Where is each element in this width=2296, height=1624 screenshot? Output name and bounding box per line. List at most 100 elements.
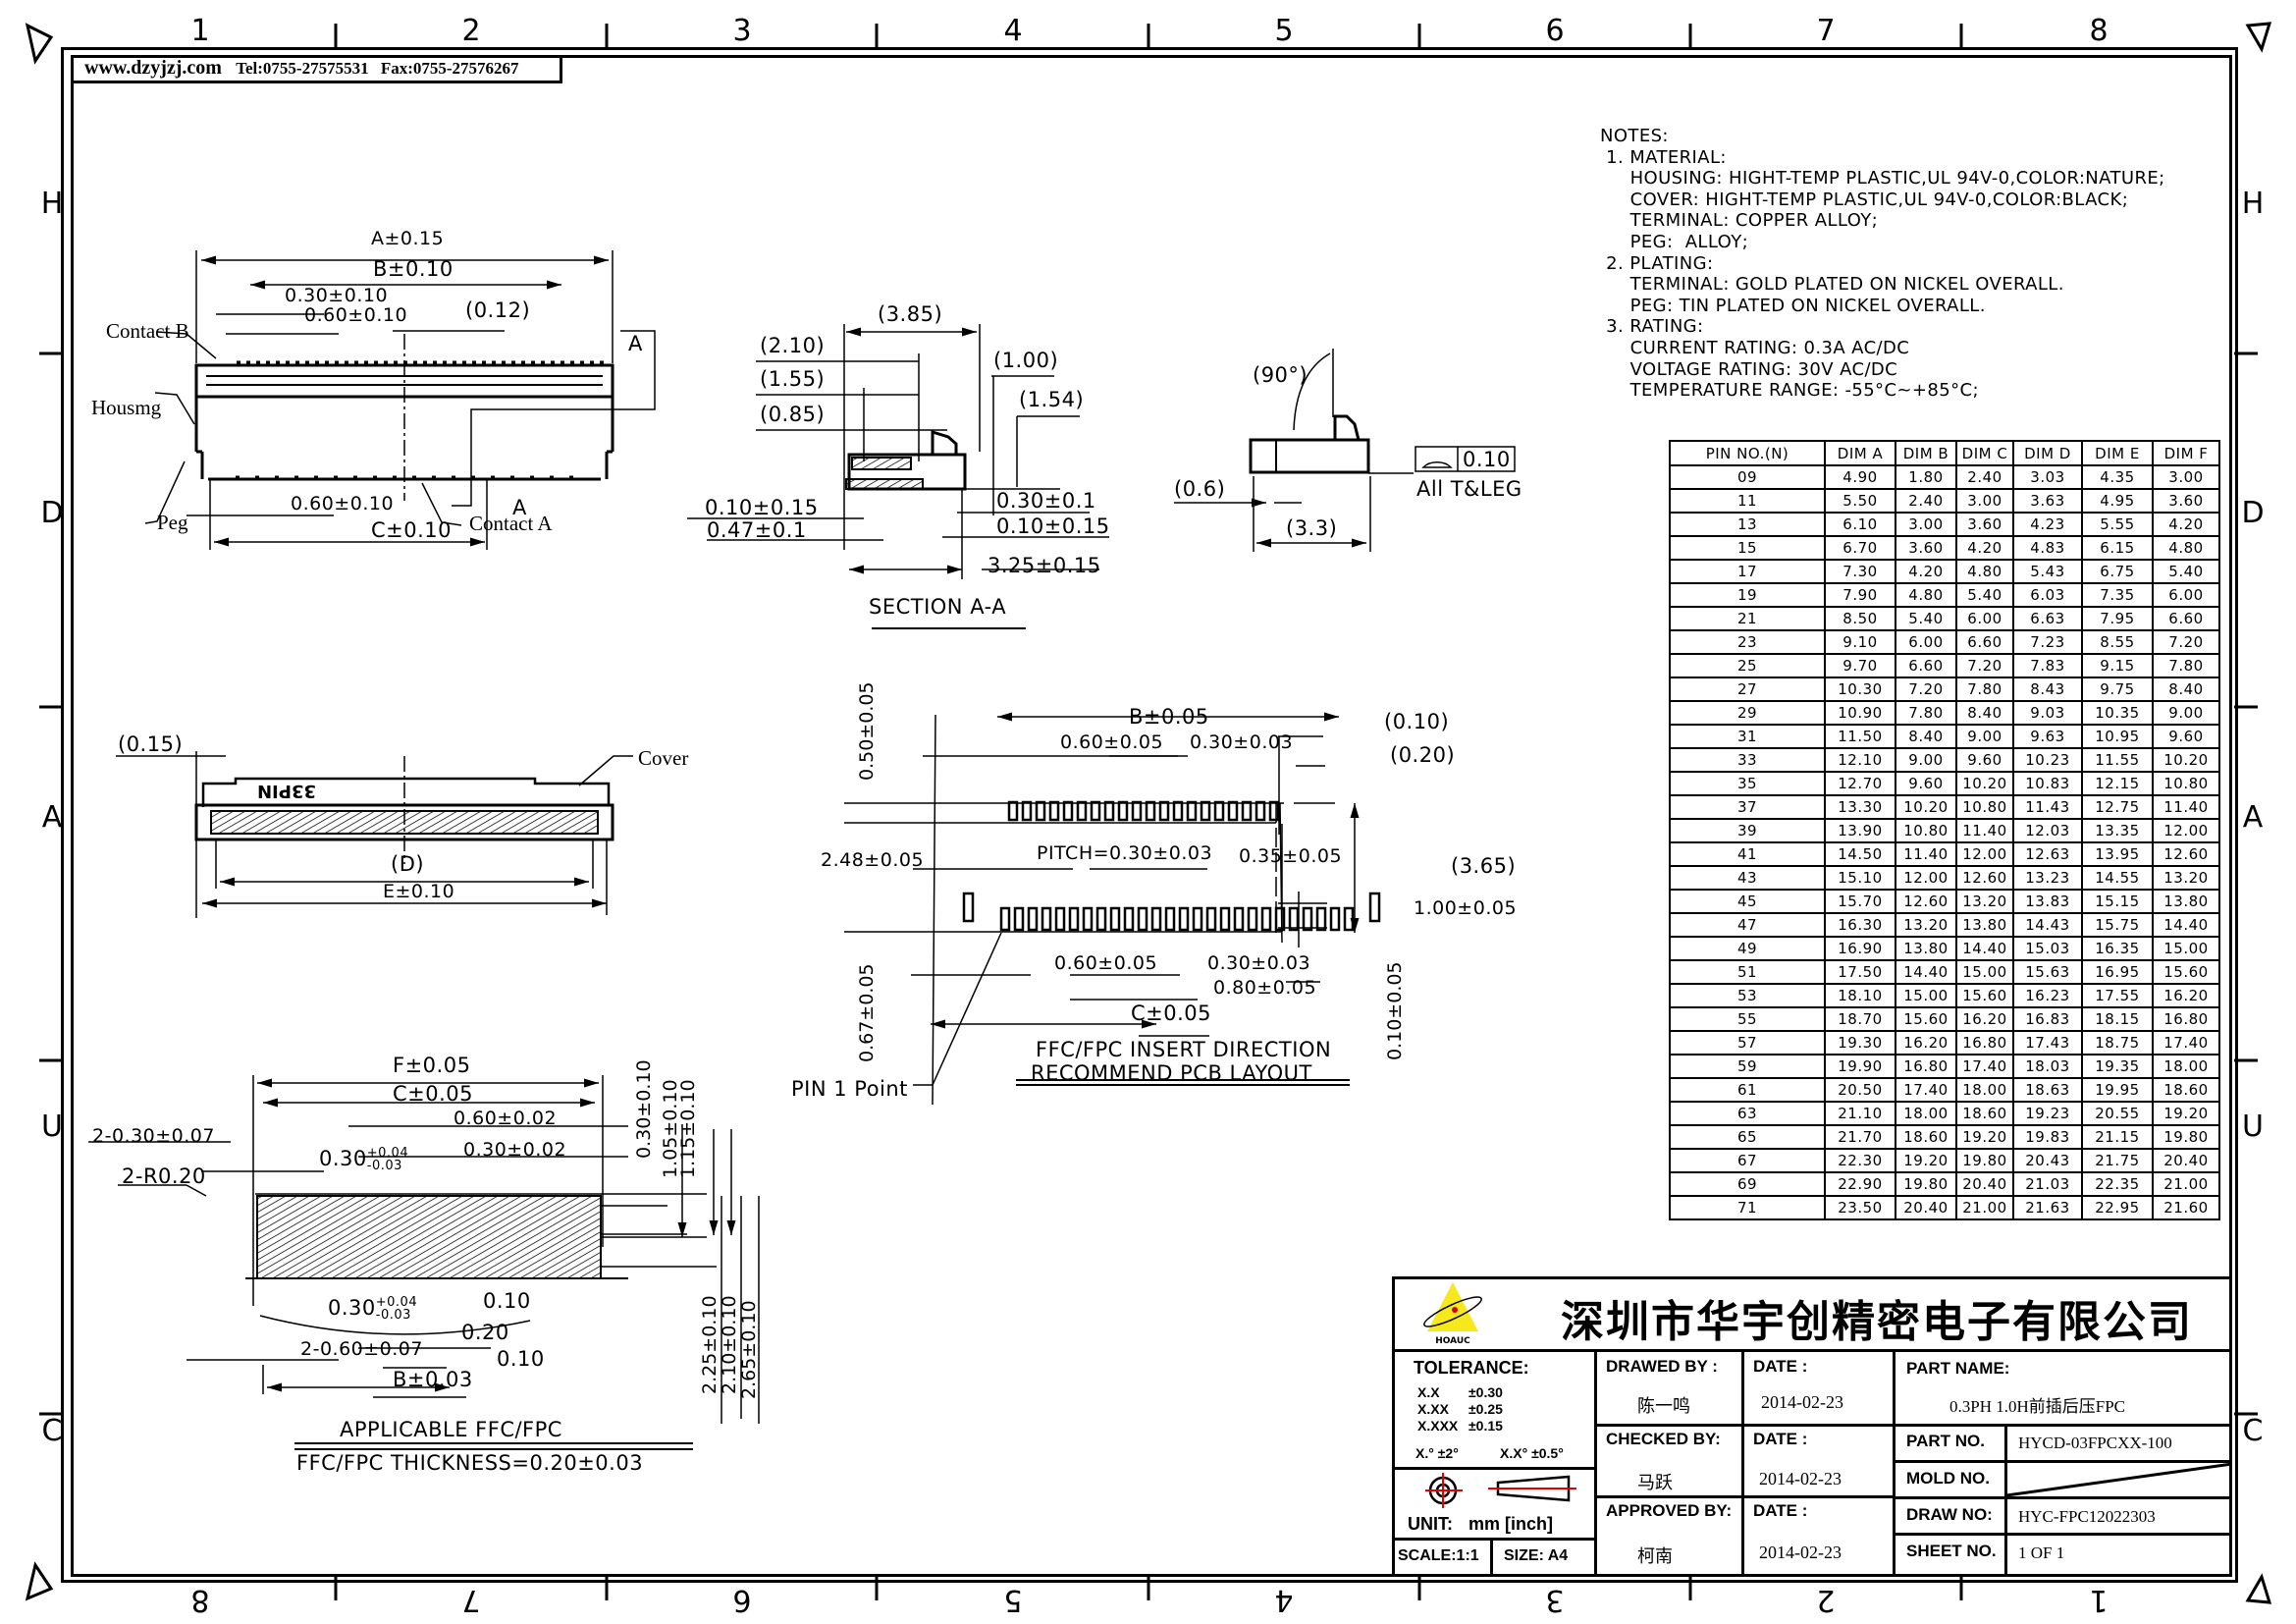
label-33pin-marking: 33PIN	[257, 781, 317, 801]
table-cell: 17	[1669, 559, 1826, 584]
zone-label-top: 8	[2089, 14, 2109, 48]
pcb-dim-020: (0.20)	[1390, 743, 1456, 767]
ffc-dim-030-plus: +0.04	[366, 1146, 409, 1161]
pcb-dim-030-top: 0.30±0.03	[1190, 731, 1294, 753]
zone-label-top: 7	[1816, 14, 1836, 48]
table-cell: 18.15	[2081, 1006, 2154, 1032]
ffc-dim-030-tol2: 0.30+0.04-0.03	[328, 1296, 417, 1322]
ffc-dim-030-tol: 0.30+0.04-0.03	[319, 1147, 408, 1172]
ffc-title-line1: APPLICABLE FFC/FPC	[340, 1418, 562, 1441]
label-cover: Cover	[638, 746, 689, 770]
tol-key: X.X	[1417, 1384, 1440, 1400]
tb-divider	[1594, 1424, 1893, 1427]
table-cell: 13.83	[2012, 889, 2083, 914]
dim-010b: 0.10±0.15	[996, 514, 1110, 538]
date-drawed: 2014-02-23	[1761, 1392, 1843, 1412]
table-cell: 3.03	[2012, 464, 2083, 490]
zone-label-right: A	[2242, 800, 2264, 835]
side-view	[1174, 349, 1516, 552]
table-cell: 10.80	[2152, 771, 2220, 796]
table-cell: 45	[1669, 889, 1826, 914]
table-cell: 6.60	[2152, 606, 2220, 631]
table-cell: 4.80	[2152, 535, 2220, 561]
table-cell: 23.50	[1824, 1195, 1896, 1220]
table-cell: 12.00	[1895, 865, 1957, 891]
dim-015: (0.15)	[118, 732, 184, 756]
table-cell: 13.30	[1824, 794, 1896, 820]
table-cell: 19.90	[1824, 1054, 1896, 1079]
drawed-by-label: DRAWED BY :	[1606, 1357, 1718, 1376]
part-name-value: 0.3PH 1.0H前插后压FPC	[1949, 1397, 2126, 1416]
top-view	[144, 250, 656, 550]
table-cell: 21.15	[2081, 1124, 2154, 1150]
table-cell: 20.55	[2081, 1101, 2154, 1126]
table-cell: 10.35	[2081, 700, 2154, 726]
table-cell: 13.35	[2081, 818, 2154, 843]
table-cell: 9.70	[1824, 653, 1896, 678]
website-link[interactable]: www.dzyjzj.com	[84, 57, 222, 79]
table-cell: 12.60	[1895, 889, 1957, 914]
table-cell: 4.23	[2012, 512, 2083, 537]
table-cell: 4.35	[2081, 464, 2154, 490]
table-cell: 3.00	[1955, 488, 2014, 514]
table-cell: 16.20	[1955, 1006, 2014, 1032]
table-cell: 6.75	[2081, 559, 2154, 584]
table-cell: 15.75	[2081, 912, 2154, 938]
table-cell: 13.80	[2152, 889, 2220, 914]
pcb-title-line1: FFC/FPC INSERT DIRECTION	[1036, 1038, 1332, 1061]
table-cell: 21	[1669, 606, 1826, 631]
dim-a: A±0.15	[371, 228, 445, 249]
table-cell: 14.43	[2012, 912, 2083, 938]
table-cell: 9.15	[2081, 653, 2154, 678]
ffc-dim-b: B±0.03	[393, 1368, 473, 1391]
part-name-label: PART NAME:	[1906, 1359, 2010, 1378]
table-cell: 10.90	[1824, 700, 1896, 726]
tol-angle1-key: X.°	[1415, 1445, 1434, 1461]
dim-385: (3.85)	[878, 302, 943, 326]
table-cell: 19.80	[1895, 1171, 1957, 1197]
dim-06: (0.6)	[1174, 477, 1226, 501]
table-cell: 57	[1669, 1030, 1826, 1056]
table-cell: 4.20	[1895, 559, 1957, 584]
dim-210: (2.10)	[760, 334, 826, 357]
tol-key: X.XX	[1417, 1401, 1449, 1417]
label-contact-a: Contact A	[469, 512, 553, 535]
table-cell: 10.20	[1955, 771, 2014, 796]
zone-label-top: 5	[1274, 14, 1294, 48]
table-cell: 4.80	[1955, 559, 2014, 584]
tb-divider	[1741, 1352, 1744, 1577]
fax-text: Fax:0755-27576267	[380, 59, 519, 78]
ffc-dim-v225: 2.25±0.10	[699, 1295, 721, 1394]
table-cell: 55	[1669, 1006, 1826, 1032]
table-cell: 3.63	[2012, 488, 2083, 514]
tb-divider	[1392, 1538, 1594, 1541]
table-cell: 18.03	[2012, 1054, 2083, 1079]
ffc-dim-v030: 0.30±0.10	[633, 1059, 655, 1159]
notes-line: COVER: HIGHT-TEMP PLASTIC,UL 94V-0,COLOR…	[1600, 189, 2129, 210]
table-cell: 4.80	[1895, 582, 1957, 608]
table-cell: 13.95	[2081, 841, 2154, 867]
table-cell: 15.10	[1824, 865, 1896, 891]
zone-label-top: 2	[461, 14, 481, 48]
table-cell: 6.60	[1955, 629, 2014, 655]
table-cell: 21.03	[2012, 1171, 2083, 1197]
table-cell: 7.83	[2012, 653, 2083, 678]
header-contact-box: www.dzyjzj.com Tel:0755-27575531 Fax:075…	[71, 55, 562, 83]
notes-line: 1. MATERIAL:	[1600, 146, 1727, 168]
front-view	[116, 751, 633, 918]
table-cell: 5.40	[2152, 559, 2220, 584]
pcb-layout-view	[844, 712, 1381, 1106]
table-cell: 4.83	[2012, 535, 2083, 561]
table-cell: 19	[1669, 582, 1826, 608]
section-mark-a-top: A	[628, 332, 643, 355]
zone-label-left: C	[41, 1414, 63, 1448]
table-cell: 3.60	[2152, 488, 2220, 514]
notes-line: TERMINAL: COPPER ALLOY;	[1600, 210, 1879, 232]
tol-angle2-key: X.X°	[1500, 1445, 1528, 1461]
